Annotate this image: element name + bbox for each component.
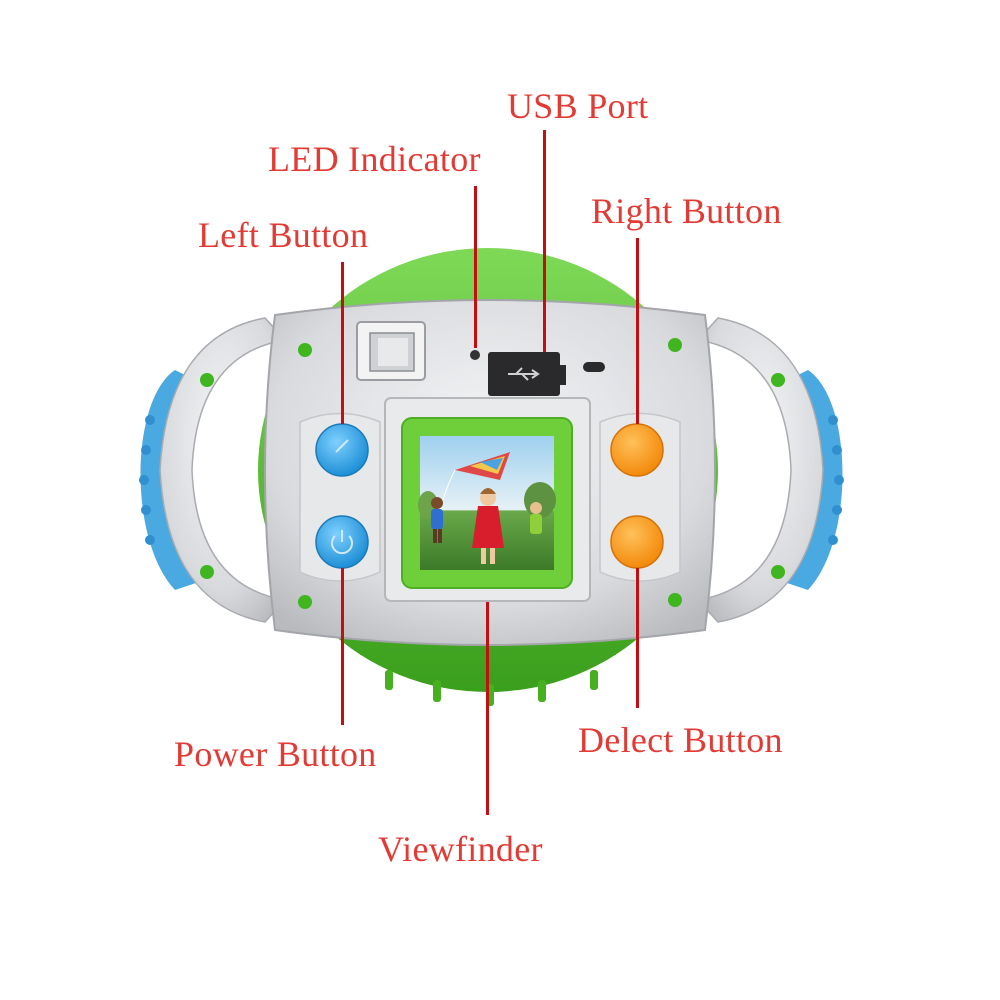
left-handle bbox=[159, 317, 287, 623]
label-power-button: Power Button bbox=[174, 734, 377, 774]
power-icon bbox=[331, 530, 353, 555]
leader-power-button bbox=[341, 568, 344, 725]
label-right-button: Right Button bbox=[591, 191, 782, 231]
led-indicator-dot bbox=[470, 350, 480, 360]
label-led-indicator: LED Indicator bbox=[268, 139, 481, 179]
left-button[interactable] bbox=[315, 423, 369, 477]
viewfinder-screen bbox=[418, 436, 556, 570]
leader-usb-port bbox=[543, 130, 546, 352]
speaker-slot bbox=[583, 362, 605, 372]
label-viewfinder: Viewfinder bbox=[378, 829, 543, 869]
leader-delect-button bbox=[636, 568, 639, 708]
leader-viewfinder bbox=[486, 602, 489, 815]
leader-left-button bbox=[341, 262, 344, 424]
power-button[interactable] bbox=[315, 515, 369, 569]
usb-port bbox=[488, 352, 566, 396]
leader-led-indicator bbox=[474, 186, 477, 348]
right-button[interactable] bbox=[610, 423, 664, 477]
usb-icon bbox=[508, 367, 540, 381]
optical-window bbox=[356, 321, 426, 381]
label-left-button: Left Button bbox=[198, 215, 369, 255]
label-delect-button: Delect Button bbox=[578, 720, 783, 760]
leader-right-button bbox=[636, 238, 639, 424]
back-arrow-icon bbox=[335, 439, 349, 453]
label-usb-port: USB Port bbox=[507, 86, 649, 126]
right-handle bbox=[696, 317, 824, 623]
delect-button[interactable] bbox=[610, 515, 664, 569]
